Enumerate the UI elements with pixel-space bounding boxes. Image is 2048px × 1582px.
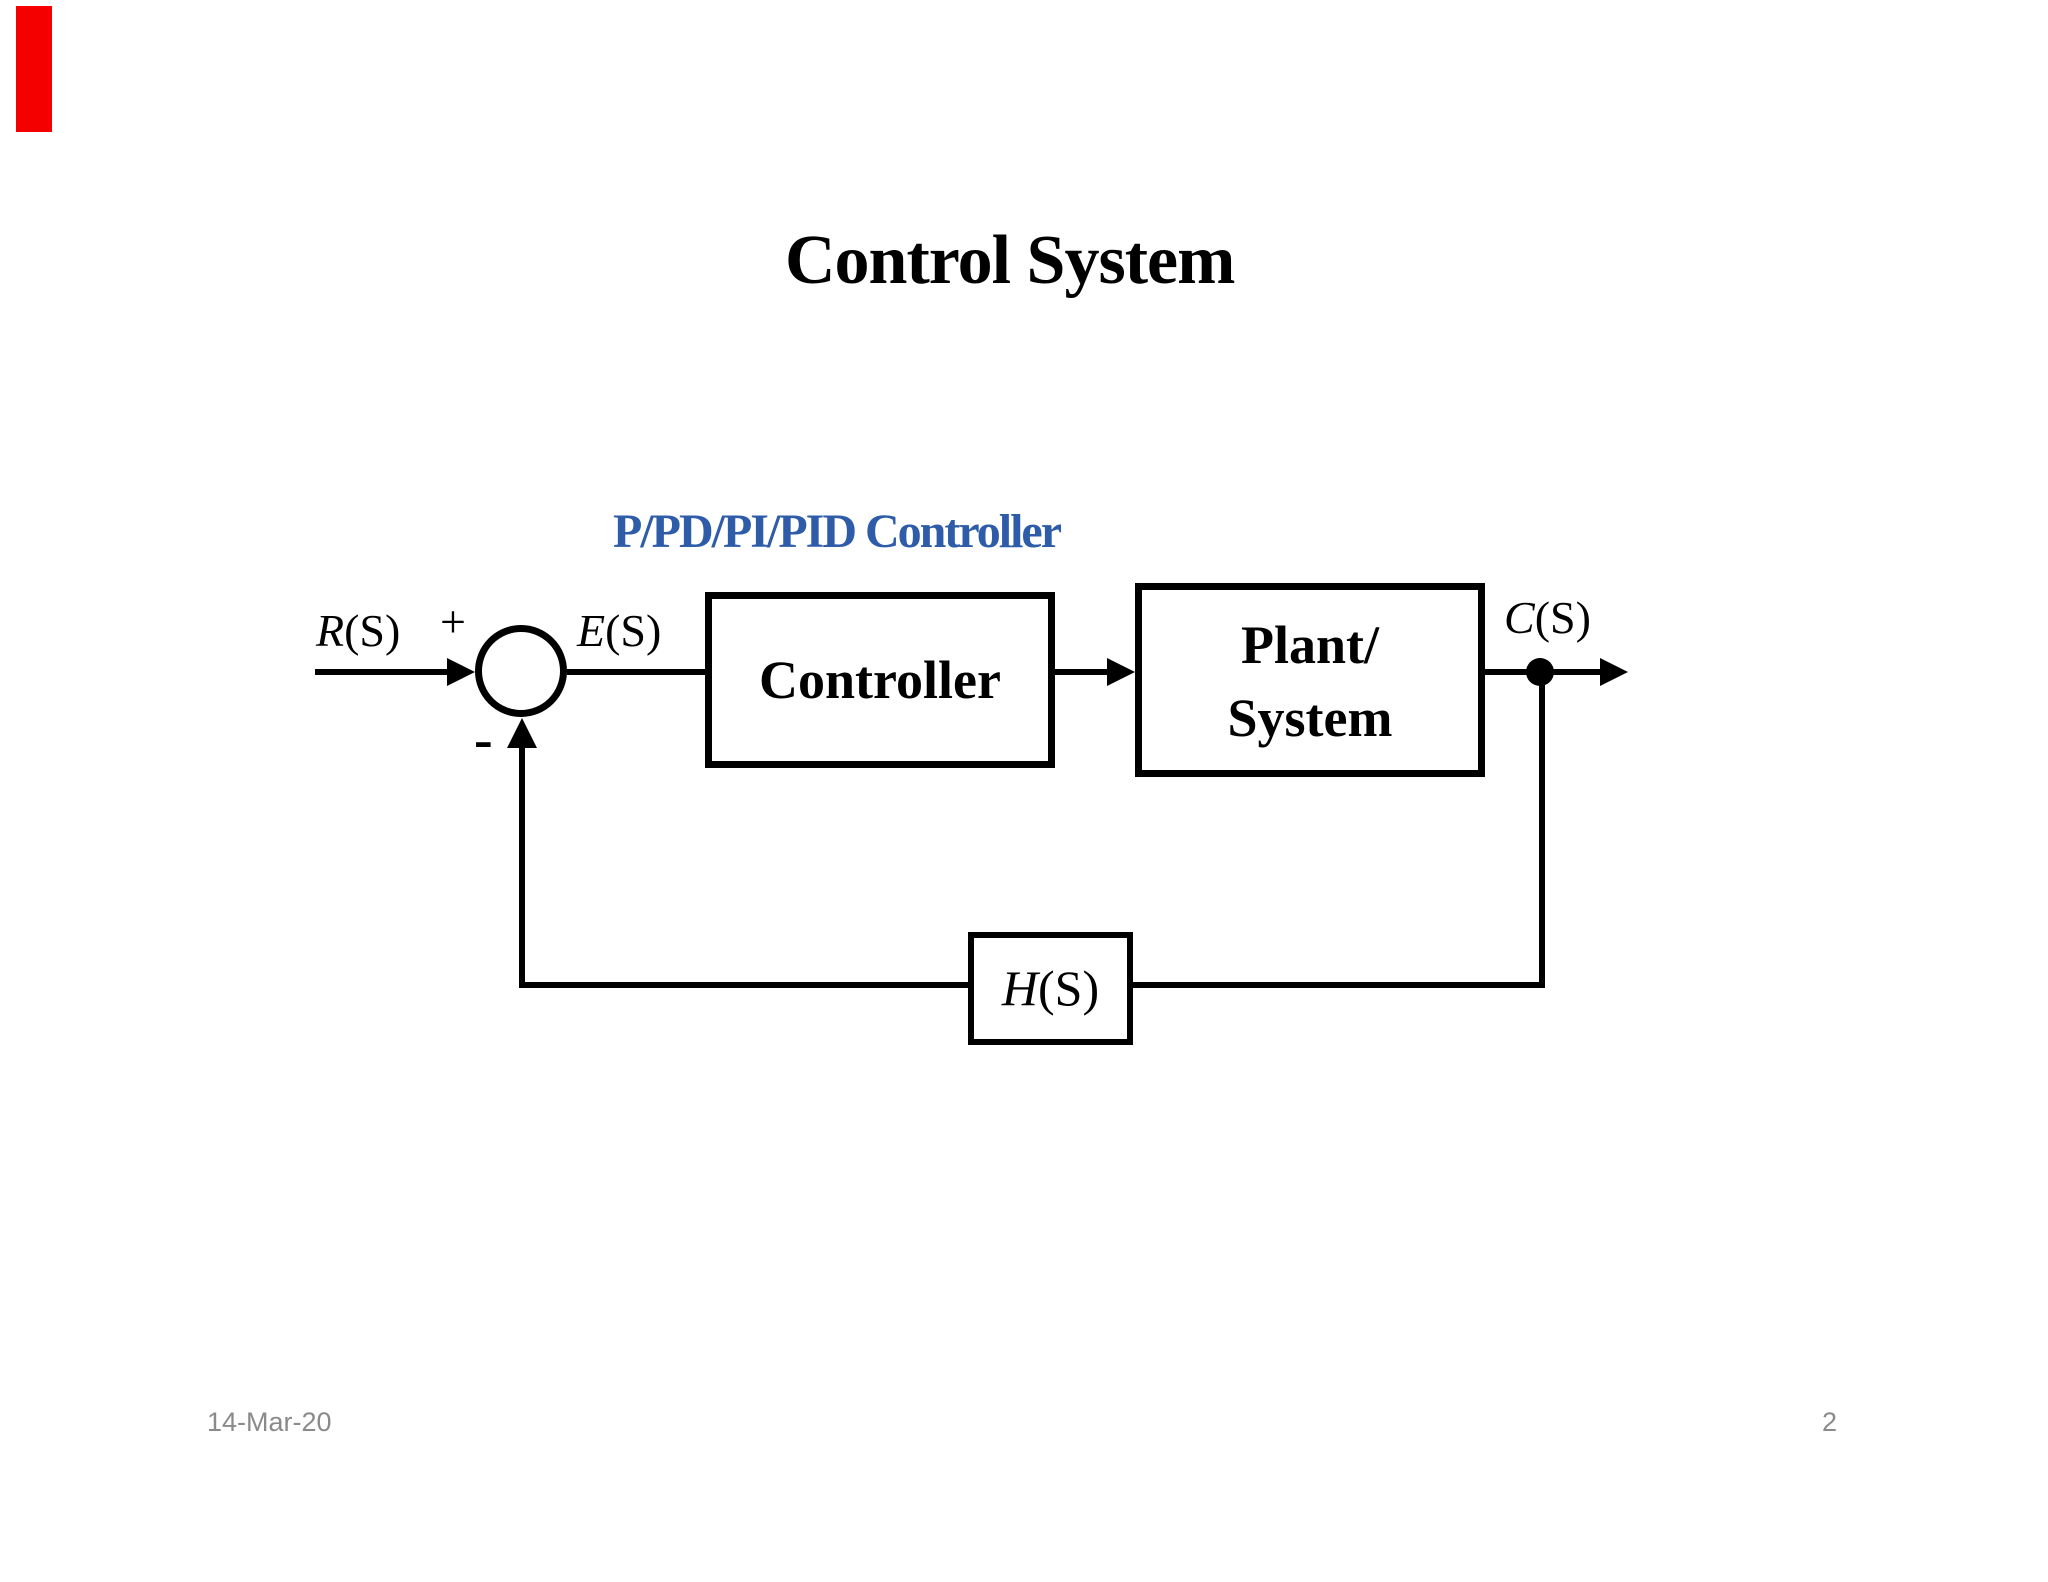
branch-down-line xyxy=(1539,672,1545,988)
input-arrowhead-icon xyxy=(447,658,475,686)
controller-plant-arrowhead-icon xyxy=(1107,658,1135,686)
diagram-subtitle: P/PD/PI/PID Controller xyxy=(613,505,1062,558)
feedback-signal-letter: H xyxy=(1001,959,1038,1016)
footer-date: 14-Mar-20 xyxy=(207,1407,332,1437)
slide-title: Control System xyxy=(785,222,1235,299)
page-number: 2 xyxy=(1822,1407,1838,1437)
input-signal-suffix: (S) xyxy=(344,605,401,656)
feedback-box-label: H(S) xyxy=(1002,955,1099,1023)
output-signal-letter: C xyxy=(1504,592,1535,643)
red-marker xyxy=(16,6,52,132)
summing-junction xyxy=(475,625,567,717)
input-signal-label: R(S) xyxy=(316,608,400,654)
plant-box-label-line1: Plant/ xyxy=(1240,615,1379,676)
plus-sign: + xyxy=(440,596,466,647)
plant-box-label-line2: System xyxy=(1227,688,1393,748)
controller-box-label: Controller xyxy=(759,649,1001,710)
error-line xyxy=(567,669,705,675)
feedback-box: H(S) xyxy=(968,932,1133,1045)
error-signal-letter: E xyxy=(577,605,606,656)
output-arrowhead-icon xyxy=(1600,658,1628,686)
controller-box: Controller xyxy=(705,592,1055,768)
controller-plant-line xyxy=(1055,669,1110,675)
input-line xyxy=(315,669,447,675)
branch-dot xyxy=(1526,658,1554,686)
output-signal-label: C(S) xyxy=(1504,595,1591,641)
plant-box-label: Plant/ System xyxy=(1228,609,1393,755)
feedback-signal-suffix: (S) xyxy=(1038,959,1100,1016)
input-signal-letter: R xyxy=(316,605,345,656)
minus-sign: - xyxy=(474,709,493,771)
error-signal-suffix: (S) xyxy=(605,605,662,656)
plant-box: Plant/ System xyxy=(1135,583,1485,777)
output-signal-suffix: (S) xyxy=(1534,592,1591,643)
feedback-up-line xyxy=(519,746,525,988)
error-signal-label: E(S) xyxy=(577,608,661,654)
feedback-up-arrowhead-icon xyxy=(507,718,537,748)
